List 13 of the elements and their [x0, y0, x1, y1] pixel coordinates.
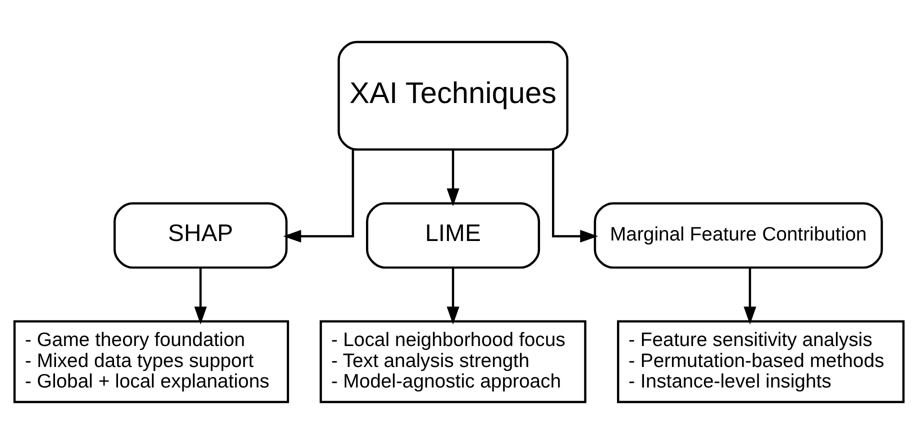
- node-box: - Local neighborhood focus - Text analysis strength - Model-agnostic approach: [320, 320, 586, 404]
- node-box: Marginal Feature Contribution: [594, 202, 883, 269]
- node-box: - Game theory foundation - Mixed data types support - Global + local explanations: [13, 320, 290, 404]
- node-box: - Feature sensitivity analysis - Permutation-based methods - Instance-level insights: [617, 320, 905, 404]
- node-box: SHAP: [114, 202, 288, 269]
- arrow: [446, 268, 460, 325]
- node-box: XAI Techniques: [338, 40, 568, 151]
- arrow: [744, 268, 756, 325]
- arrow: [446, 150, 460, 206]
- node-box: LIME: [366, 202, 540, 269]
- arrow: [194, 268, 207, 325]
- arrow: [283, 150, 354, 242]
- arrow: [552, 150, 598, 242]
